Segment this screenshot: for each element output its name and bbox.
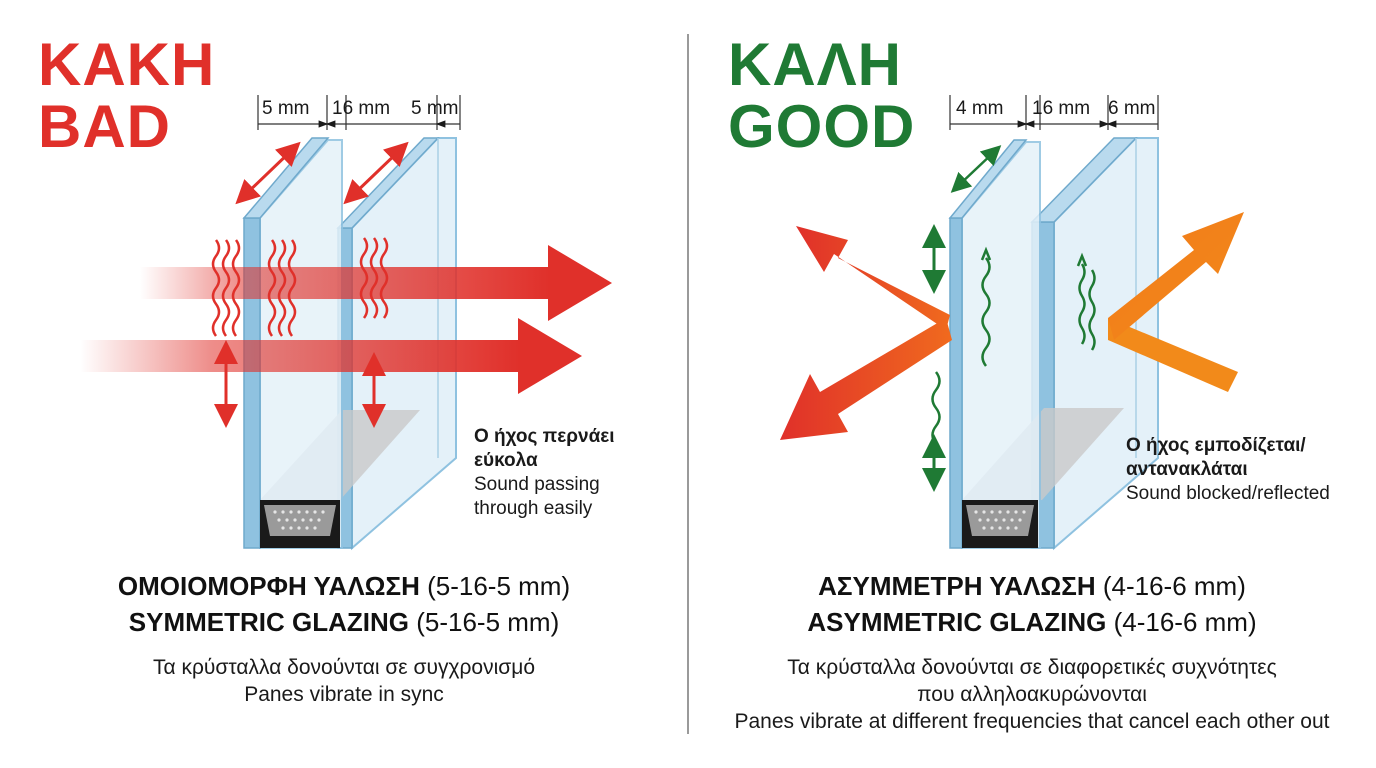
- bad-heading-english-bold: SYMMETRIC GLAZING: [128, 607, 409, 637]
- bad-title-english: BAD: [38, 93, 171, 160]
- glass-pane-front: [948, 139, 1041, 549]
- bad-heading-english-rest: (5-16-5 mm): [408, 607, 560, 637]
- bad-heading-english: SYMMETRIC GLAZING (5-16-5 mm): [0, 606, 688, 639]
- good-heading-english-bold: ASYMMETRIC GLAZING: [807, 607, 1107, 637]
- good-title-english: GOOD: [728, 93, 916, 160]
- vibration-arrow-front: [950, 145, 1002, 193]
- reflected-arrow-upper: [796, 226, 950, 330]
- bad-caption: Ο ήχος περνάει εύκολα Sound passing thro…: [474, 425, 674, 521]
- good-title-greek: ΚΑΛΗ: [728, 31, 903, 98]
- dim-label-1: 4 mm: [956, 98, 1004, 119]
- incoming-arrow-orange: [1108, 318, 1238, 392]
- bad-caption-english-2: through easily: [474, 498, 593, 519]
- vibration-arrow-back: [343, 141, 409, 205]
- sound-arrow-lower: [80, 318, 582, 394]
- bad-description: Τα κρύσταλλα δονούνται σε συγχρονισμό Pa…: [0, 654, 688, 708]
- good-heading-greek-rest: (4-16-6 mm): [1095, 571, 1246, 601]
- reflected-arrow-orange: [1108, 212, 1244, 340]
- good-caption-english: Sound blocked/reflected: [1126, 483, 1330, 504]
- bad-diagram: 5 mm 16 mm 5 mm: [80, 95, 612, 551]
- good-caption-greek-1: Ο ήχος εμποδίζεται/: [1126, 435, 1306, 456]
- dim-label-2: 16 mm: [1032, 98, 1090, 119]
- good-heading-english: ASYMMETRIC GLAZING (4-16-6 mm): [688, 606, 1376, 639]
- good-heading-english-rest: (4-16-6 mm): [1106, 607, 1257, 637]
- good-desc-english: Panes vibrate at different frequencies t…: [734, 710, 1330, 733]
- bad-heading-greek-rest: (5-16-5 mm): [419, 571, 571, 601]
- good-desc-greek-1: Τα κρύσταλλα δονούνται σε διαφορετικές σ…: [787, 656, 1277, 679]
- good-heading-greek-bold: ΑΣΥΜΜΕΤΡΗ ΥΑΛΩΣΗ: [818, 571, 1096, 601]
- dim-label-2: 16 mm: [332, 98, 390, 119]
- dimension-bar: 5 mm 16 mm 5 mm: [257, 95, 461, 130]
- good-panel: 4 mm 16 mm 6 mm: [688, 0, 1376, 768]
- panel-divider: [687, 34, 689, 734]
- vibration-arrow-front: [235, 141, 301, 205]
- dimension-bar: 4 mm 16 mm 6 mm: [949, 95, 1159, 130]
- bad-title-greek: ΚΑΚΗ: [38, 31, 216, 98]
- vibration-waves: [211, 237, 389, 337]
- good-desc-greek-2: που αλληλοακυρώνονται: [917, 683, 1147, 706]
- bad-desc-english: Panes vibrate in sync: [244, 683, 444, 706]
- bad-heading-greek-bold: ΟΜΟΙΟΜΟΡΦΗ ΥΑΛΩΣΗ: [117, 571, 420, 601]
- vibration-waves: [931, 246, 1096, 445]
- good-caption-greek-2: αντανακλάται: [1126, 459, 1248, 480]
- dim-label-1: 5 mm: [262, 98, 310, 119]
- sound-arrow-upper: [140, 245, 612, 321]
- spacer-bar: [260, 500, 340, 548]
- bad-caption-english-1: Sound passing: [474, 474, 600, 495]
- spacer-bar: [962, 500, 1038, 548]
- good-heading-greek: ΑΣΥΜΜΕΤΡΗ ΥΑΛΩΣΗ (4-16-6 mm): [688, 570, 1376, 603]
- bad-desc-greek: Τα κρύσταλλα δονούνται σε συγχρονισμό: [152, 656, 535, 679]
- reflected-arrow-lower: [780, 318, 952, 440]
- dim-label-3: 5 mm: [411, 98, 459, 119]
- good-description: Τα κρύσταλλα δονούνται σε διαφορετικές σ…: [688, 654, 1376, 735]
- bad-heading-greek: ΟΜΟΙΟΜΟΡΦΗ ΥΑΛΩΣΗ (5-16-5 mm): [0, 570, 688, 603]
- good-caption: Ο ήχος εμποδίζεται/ αντανακλάται Sound b…: [1126, 434, 1370, 506]
- bad-panel: 5 mm 16 mm 5 mm: [0, 31, 688, 708]
- good-diagram: 4 mm 16 mm 6 mm: [780, 95, 1244, 551]
- bad-caption-greek: Ο ήχος περνάει εύκολα: [474, 426, 615, 471]
- dim-label-3: 6 mm: [1108, 98, 1156, 119]
